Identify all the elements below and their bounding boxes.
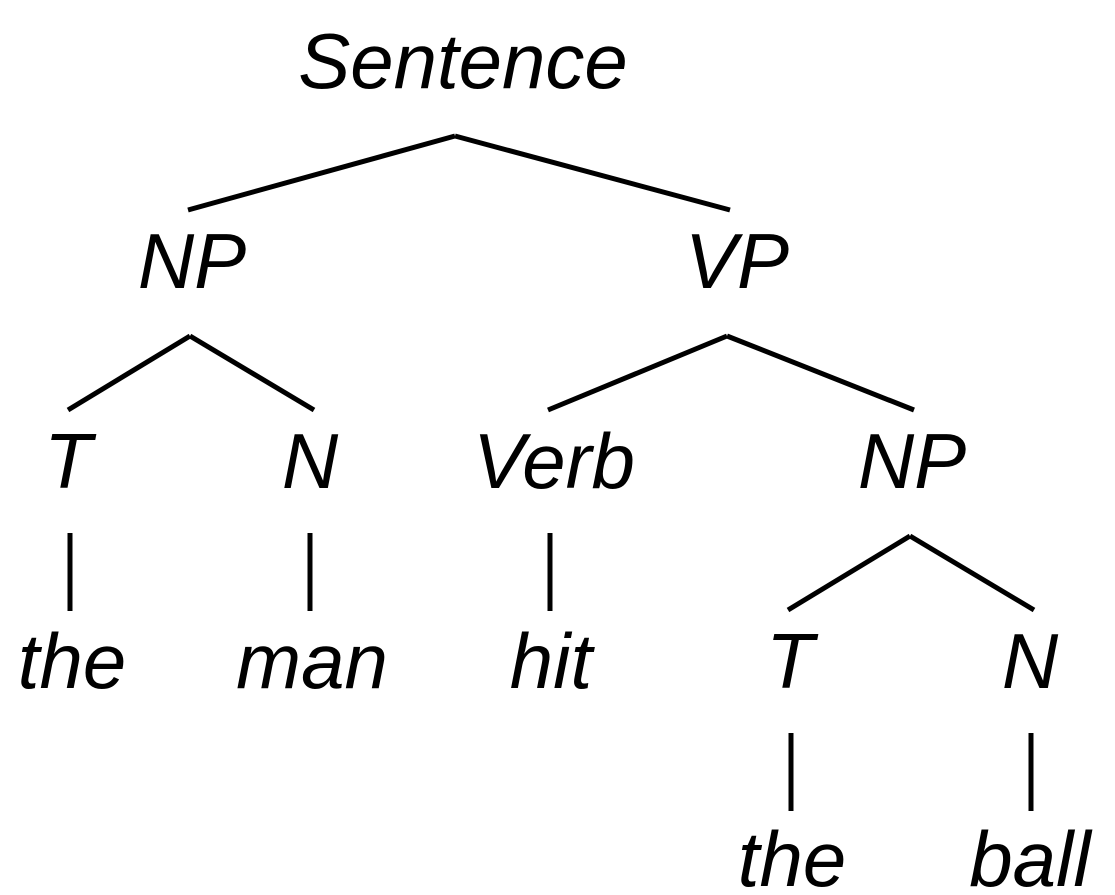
edge-vp-verb — [547, 333, 728, 413]
edge-np-n — [188, 333, 316, 413]
leaf-man: man — [236, 617, 388, 705]
leaf-the: the — [18, 617, 126, 705]
leaf-hit: hit — [510, 617, 596, 705]
edge-np-t — [66, 333, 192, 413]
edge-sentence-np — [187, 133, 456, 213]
node-sentence: Sentence — [298, 17, 628, 105]
node-n-object: N — [1002, 617, 1059, 705]
edge-np2-n — [908, 533, 1036, 613]
edge-vp-np — [726, 333, 915, 413]
node-np-object: NP — [858, 417, 966, 505]
node-np: NP — [138, 217, 246, 305]
leaf-ball: ball — [969, 815, 1093, 895]
node-t-object: T — [766, 617, 819, 705]
node-t: T — [44, 417, 97, 505]
node-n: N — [282, 417, 339, 505]
node-verb: Verb — [473, 417, 635, 505]
edge-sentence-vp — [454, 133, 731, 213]
leaf-the-object: the — [738, 815, 846, 895]
edge-np2-t — [786, 533, 912, 613]
node-vp: VP — [685, 217, 789, 305]
